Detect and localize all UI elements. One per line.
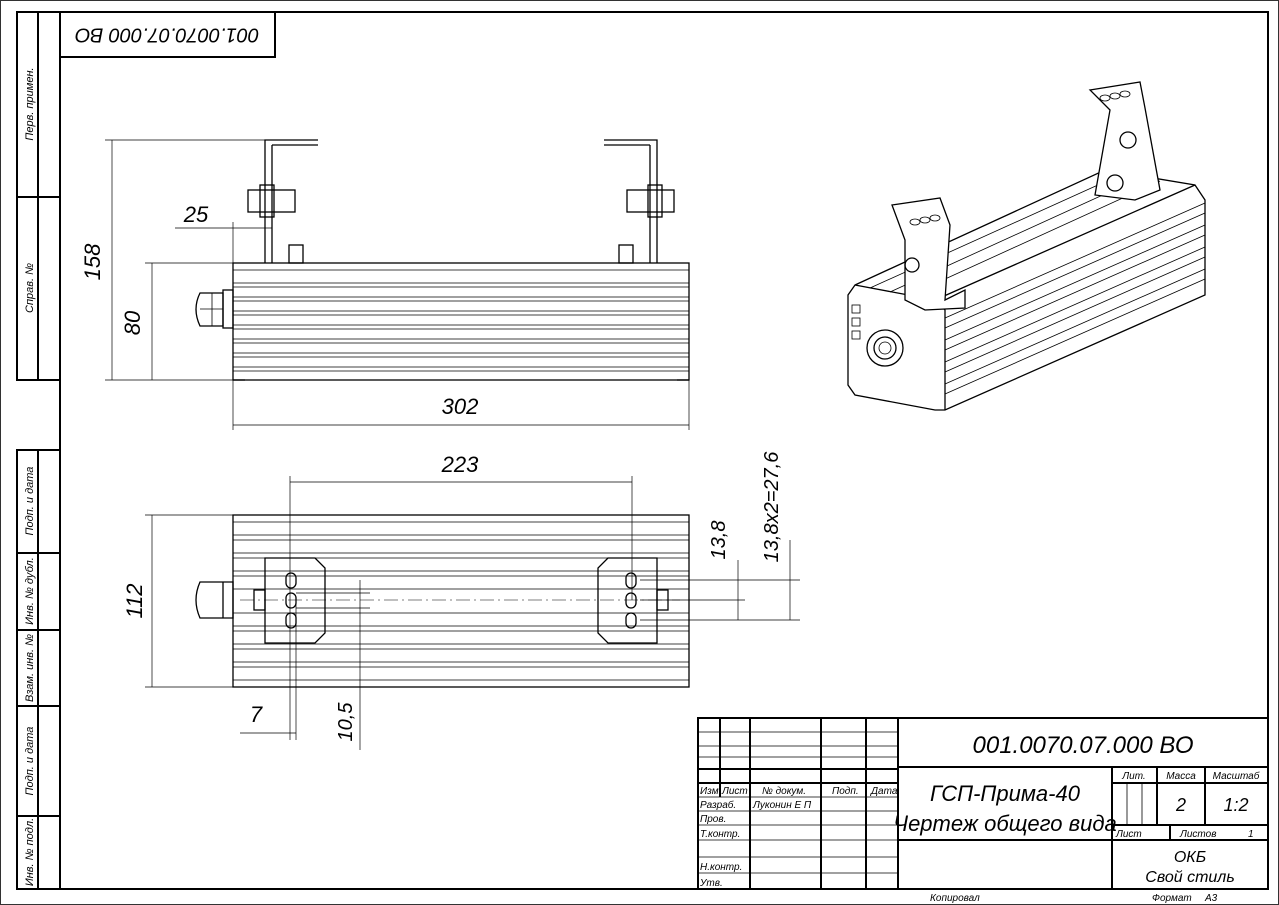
doc-title: Чертеж общего вида	[893, 811, 1116, 836]
sheet-label: Лист	[1115, 829, 1142, 840]
title-block: 001.0070.07.000 ВО ГСП-Прима-40 Чертеж о…	[697, 717, 1269, 904]
side-strip: Перв. примен. Справ. № Подп. и дата Инв.…	[16, 11, 61, 890]
scale-value: 1:2	[1223, 795, 1248, 815]
strip-label: Подп. и дата	[24, 467, 36, 536]
mass-value: 2	[1175, 795, 1186, 815]
product-name: ГСП-Прима-40	[930, 781, 1081, 806]
role-tech-control: Т.контр.	[700, 829, 740, 840]
scale-label: Масштаб	[1213, 770, 1260, 782]
header-izm: Изм	[700, 786, 719, 797]
header-doc-no: № докум.	[762, 786, 806, 797]
strip-label: Инв. № дубл.	[24, 557, 36, 625]
side-view: 158 80 25 302	[80, 139, 690, 430]
role-norm-control: Н.контр.	[700, 862, 742, 873]
sheets-count: 1	[1248, 829, 1254, 840]
isometric-view	[847, 81, 1206, 411]
format-label: Формат	[1152, 893, 1192, 904]
copied-label: Копировал	[930, 893, 980, 904]
strip-label: Инв. № подл.	[24, 818, 36, 886]
header-sign: Подп.	[832, 786, 859, 797]
dim-width: 112	[122, 583, 147, 618]
doc-code: 001.0070.07.000 ВО	[973, 732, 1194, 759]
dim-slot-width: 7	[250, 702, 263, 727]
bracket-plate-left	[264, 557, 326, 644]
dim-height-total: 158	[80, 243, 105, 280]
rotated-stamp: 001.0070.07.000 ВО	[59, 11, 276, 58]
developer-name: Луконин Е П	[752, 800, 812, 811]
mass-label: Масса	[1166, 771, 1196, 782]
dim-slot-step: 13,8	[708, 521, 730, 560]
bracket-plate-right	[597, 557, 658, 644]
dim-bracket-spacing: 223	[441, 452, 479, 477]
cable-gland	[195, 289, 234, 329]
header-list: Лист	[721, 786, 748, 797]
strip-label: Справ. №	[24, 263, 36, 313]
dim-length: 302	[442, 394, 479, 419]
dim-slot-length: 10,5	[335, 702, 357, 742]
strip-label: Взам. инв. №	[24, 634, 36, 702]
role-checker: Пров.	[700, 814, 726, 825]
org-line2: Свой стиль	[1145, 869, 1234, 886]
strip-label: Перв. примен.	[24, 67, 36, 140]
role-developer: Разраб.	[700, 799, 736, 811]
header-date: Дата	[870, 786, 898, 797]
strip-label: Подп. и дата	[24, 727, 36, 796]
lit-label: Лит.	[1121, 771, 1145, 782]
dim-slot-span: 13,8х2=27,6	[761, 451, 783, 563]
role-approved: Утв.	[699, 878, 723, 889]
dim-height-body: 80	[120, 310, 145, 335]
org-line1: ОКБ	[1174, 849, 1206, 866]
sheets-label: Листов	[1179, 829, 1216, 840]
format-value: А3	[1204, 893, 1218, 904]
top-view: 223 112 13,8 13,8х2=27,6 7 10,5	[122, 451, 800, 750]
dim-bolt-offset: 25	[183, 202, 209, 227]
bracket-right	[604, 139, 658, 263]
svg-text:001.0070.07.000 ВО: 001.0070.07.000 ВО	[75, 24, 259, 46]
